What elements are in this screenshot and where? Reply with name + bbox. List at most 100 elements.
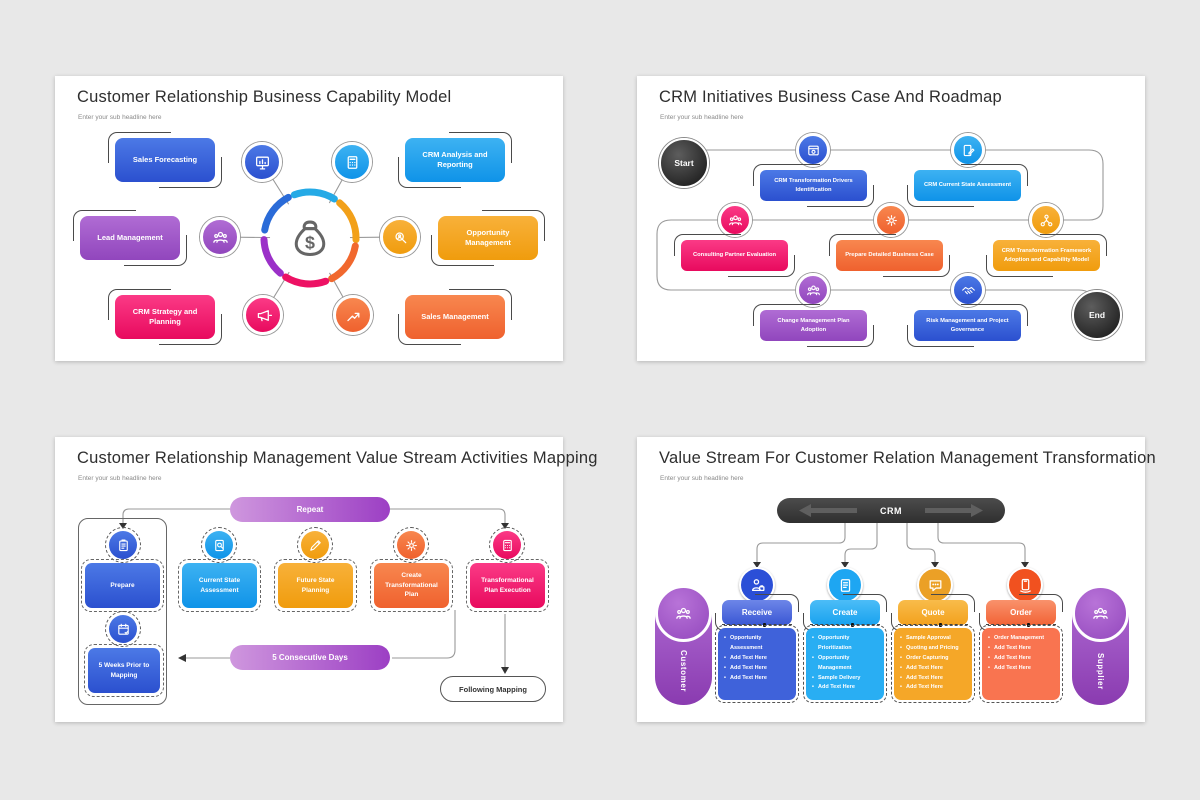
left-right-arrows-icon [799,504,983,517]
capability-box: Sales Management [398,289,512,345]
roadmap-step: CRM Current State Assessment [907,164,1028,207]
slide-subtitle: Enter your sub headline here [78,114,162,121]
mapping-step: Prepare [81,559,164,612]
hierarchy-icon [1029,203,1063,237]
capability-label: Lead Management [97,232,163,242]
list-item: Quoting and Pricing [898,644,968,654]
consecutive-days-pill: 5 Consecutive Days [230,645,390,670]
dashed-separator [810,623,880,627]
growth-chart-icon [333,295,373,335]
start-label: Start [674,158,694,168]
dashed-separator [986,623,1056,627]
slide-title: Customer Relationship Business Capabilit… [77,88,452,106]
quote-item-list: Sample Approval Quoting and Pricing Orde… [891,624,975,704]
supplier-pill: Supplier [1072,585,1129,705]
mapping-step: Create Transformational Plan [370,559,453,612]
calculator-icon [489,527,525,563]
supplier-group-icon [1072,585,1129,642]
weeks-label: 5 Weeks Prior to Mapping [98,661,150,679]
pencil-planning-icon [297,527,333,563]
list-item: Opportunity Assessment [722,634,792,654]
clipboard-icon [105,527,141,563]
slide-roadmap[interactable]: CRM Initiatives Business Case And Roadma… [637,76,1145,361]
crm-header-bar: CRM [777,498,1005,523]
slide-value-stream-mapping[interactable]: Customer Relationship Management Value S… [55,437,597,722]
mapping-step: Transformational Plan Execution [466,559,549,612]
list-item: Add Text Here [986,644,1056,654]
roadmap-step: Prepare Detailed Business Case [829,234,950,277]
customer-group-icon [655,585,712,642]
slide-value-stream-transformation[interactable]: Value Stream For Customer Relation Manag… [637,437,1156,722]
list-item: Add Text Here [986,664,1056,674]
capability-label: CRM Analysis and Reporting [422,149,488,170]
capability-label: Sales Management [421,311,489,321]
column-header: Create [803,594,887,631]
customer-pill: Customer [655,585,712,705]
magnifier-icon [380,217,420,257]
list-item: Add Text Here [810,683,880,693]
money-bag-icon [288,216,332,260]
column-label: Order [1010,608,1032,617]
step-label: Consulting Partner Evaluation [692,252,777,259]
handshake-icon [951,273,985,307]
customer-label: Customer [679,650,688,693]
capability-box: Lead Management [73,210,187,266]
slide-capability-model[interactable]: Customer Relationship Business Capabilit… [55,76,563,361]
document-search-icon [201,527,237,563]
list-item: Add Text Here [898,664,968,674]
megaphone-icon [243,295,283,335]
roadmap-step: CRM Transformation Framework Adoption an… [986,234,1107,277]
step-label: Risk Management and Project Governance [926,318,1009,333]
list-item: Add Text Here [722,674,792,684]
step-label: CRM Transformation Drivers Identificatio… [774,178,853,193]
mapping-step: Current State Assessment [178,559,261,612]
list-item: Add Text Here [722,664,792,674]
following-mapping-pill: Following Mapping [440,676,546,702]
following-label: Following Mapping [459,684,527,694]
roadmap-step: Consulting Partner Evaluation [674,234,795,277]
list-item: Add Text Here [898,683,968,693]
start-node: Start [659,138,709,188]
order-item-list: Order Management Add Text Here Add Text … [979,625,1063,703]
consultant-icon [718,203,752,237]
slide-title: Customer Relationship Management Value S… [77,449,598,467]
repeat-label: Repeat [296,505,324,514]
document-edit-icon [951,133,985,167]
weeks-prior-box: 5 Weeks Prior to Mapping [84,644,164,697]
step-label: CRM Transformation Framework Adoption an… [1001,248,1092,263]
capability-box: CRM Analysis and Reporting [398,132,512,188]
capability-box: Sales Forecasting [108,132,222,188]
capability-box: CRM Strategy and Planning [108,289,222,345]
crm-label: CRM [880,505,902,516]
slide-subtitle: Enter your sub headline here [78,475,162,482]
roadmap-step: CRM Transformation Drivers Identificatio… [753,164,874,207]
people-group-icon [200,217,240,257]
prepare-group-frame [78,518,167,705]
step-label: Transformational Plan Execution [481,576,534,594]
step-label: Current State Assessment [198,576,241,594]
repeat-pill: Repeat [230,497,390,522]
list-item: Add Text Here [898,674,968,684]
slide-subtitle: Enter your sub headline here [660,114,744,121]
team-icon [796,273,830,307]
capability-label: Sales Forecasting [132,154,198,164]
list-item: Opportunity Management [810,654,880,674]
step-label: CRM Current State Assessment [923,182,1012,189]
mobile-order-icon [1007,567,1043,603]
capability-box: Opportunity Management [431,210,545,266]
step-label: Prepare Detailed Business Case [845,252,934,259]
slide-subtitle: Enter your sub headline here [660,475,744,482]
dashed-separator [898,623,968,627]
dashed-separator [722,623,792,627]
list-item: Sample Approval [898,634,968,644]
capability-label: Opportunity Management [465,227,511,248]
column-header: Receive [715,594,799,631]
capability-label: CRM Strategy and Planning [132,306,198,327]
browser-window-icon [796,133,830,167]
step-label: Change Management Plan Adoption [777,318,850,333]
step-label: Future State Planning [296,576,335,594]
end-node: End [1072,290,1122,340]
report-document-icon [332,142,372,182]
step-label: Create Transformational Plan [385,571,438,599]
document-icon [827,567,863,603]
